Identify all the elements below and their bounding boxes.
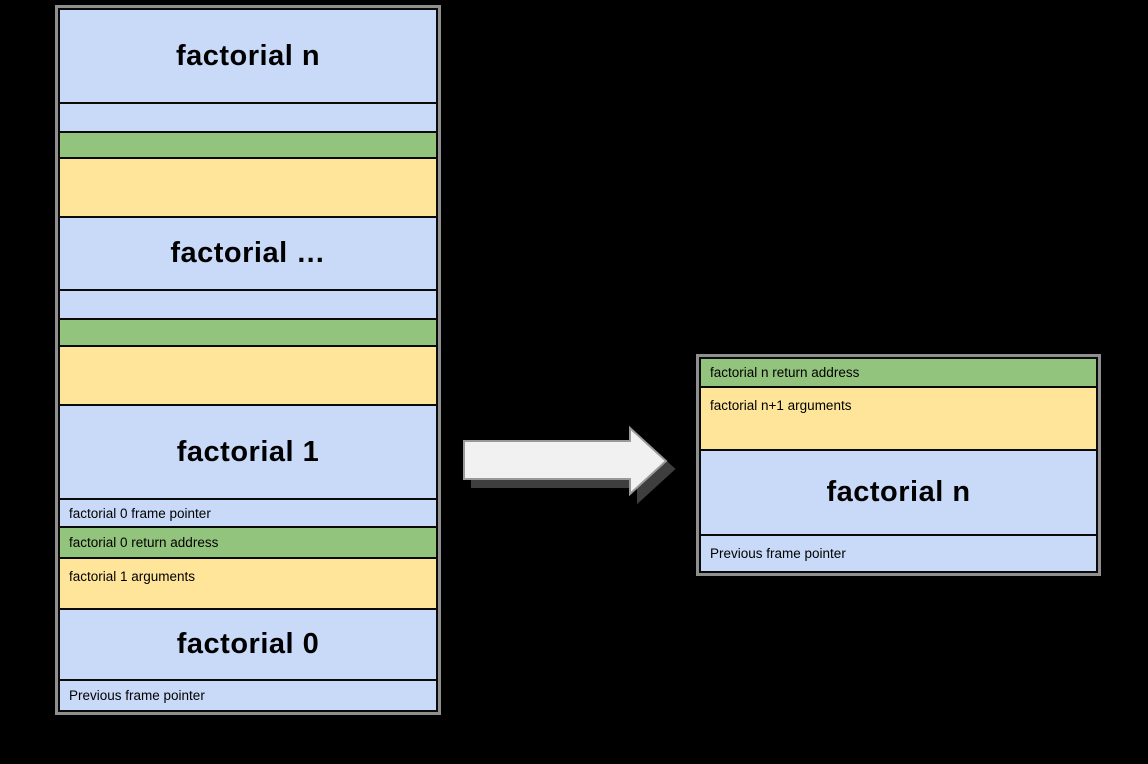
frame-label: factorial 1 arguments bbox=[69, 569, 196, 584]
previous-frame-pointer: Previous frame pointer bbox=[701, 536, 1096, 571]
empty-return-address-slot bbox=[60, 320, 436, 347]
frame-body-factorial-n: factorial n bbox=[701, 451, 1096, 536]
frame-body-factorial-1: factorial 1 bbox=[60, 406, 436, 500]
right-block-arrow-icon bbox=[463, 425, 668, 497]
frame-label: factorial 0 bbox=[176, 628, 320, 660]
factorial-0-return-address: factorial 0 return address bbox=[60, 528, 436, 559]
frame-body-factorial-dots: factorial … bbox=[60, 218, 436, 291]
factorial-n-return-address: factorial n return address bbox=[701, 359, 1096, 388]
frame-body-factorial-n: factorial n bbox=[60, 10, 436, 104]
transform-arrow bbox=[463, 425, 668, 497]
frame-body-factorial-0: factorial 0 bbox=[60, 610, 436, 681]
factorial-0-frame-pointer: factorial 0 frame pointer bbox=[60, 500, 436, 528]
empty-arguments-slot bbox=[60, 159, 436, 218]
factorial-n-plus-1-arguments: factorial n+1 arguments bbox=[701, 388, 1096, 451]
previous-frame-pointer: Previous frame pointer bbox=[60, 681, 436, 710]
frame-label: factorial 0 return address bbox=[69, 535, 219, 550]
frame-label: factorial 0 frame pointer bbox=[69, 505, 211, 521]
frame-label: factorial n bbox=[826, 476, 971, 508]
empty-frame-pointer-slot bbox=[60, 104, 436, 133]
frame-label: factorial n return address bbox=[710, 365, 860, 380]
empty-arguments-slot bbox=[60, 347, 436, 406]
empty-frame-pointer-slot bbox=[60, 291, 436, 320]
factorial-1-arguments: factorial 1 arguments bbox=[60, 559, 436, 610]
optimized-call-stack: factorial n return address factorial n+1 … bbox=[699, 357, 1098, 573]
frame-label: Previous frame pointer bbox=[710, 546, 846, 561]
empty-return-address-slot bbox=[60, 133, 436, 159]
frame-label: factorial 1 bbox=[176, 435, 320, 468]
frame-label: factorial … bbox=[170, 237, 326, 269]
frame-label: factorial n+1 arguments bbox=[710, 398, 852, 413]
frame-label: factorial n bbox=[175, 39, 321, 72]
recursive-call-stack: factorial n factorial … factorial 1 factori… bbox=[58, 8, 438, 712]
frame-label: Previous frame pointer bbox=[69, 688, 205, 703]
